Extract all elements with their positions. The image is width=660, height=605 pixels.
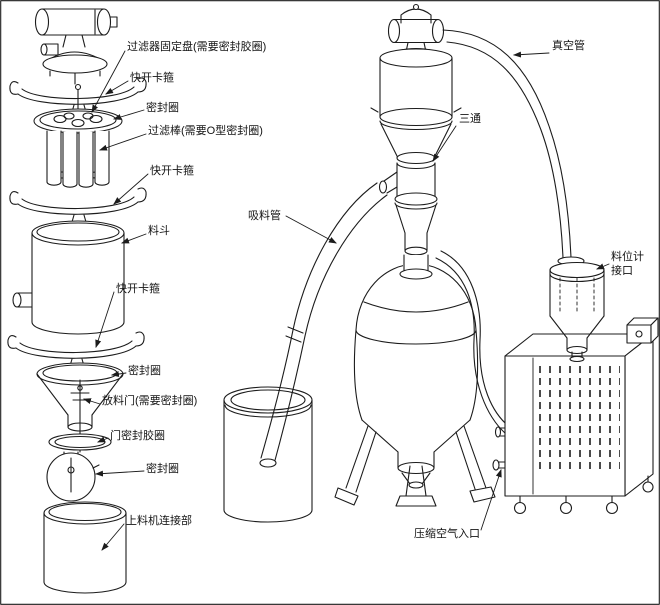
label-level-gauge-port: 料位计 接口 bbox=[596, 249, 644, 277]
door-seal-ring-label: 门密封胶圈 bbox=[110, 428, 165, 442]
label-tee-joint: 三通 bbox=[432, 112, 481, 162]
storage-tank bbox=[334, 254, 496, 507]
label-seal-ring-2: 密封圈 bbox=[111, 363, 161, 377]
label-seal-ring-1: 密封圈 bbox=[113, 100, 179, 120]
filter-plate-and-rods bbox=[33, 83, 123, 188]
feeder-connection-label: 上料机连接部 bbox=[126, 513, 192, 527]
quick-clamp-ring-3 bbox=[7, 331, 145, 367]
quick-clamp-2-label: 快开卡箍 bbox=[150, 163, 194, 177]
label-quick-clamp-2: 快开卡箍 bbox=[113, 163, 194, 205]
quick-clamp-3-label: 快开卡箍 bbox=[116, 281, 160, 295]
label-quick-clamp-1: 快开卡箍 bbox=[105, 70, 174, 95]
label-filter-rods: 过滤棒(需要O型密封圈) bbox=[99, 123, 263, 151]
labels: 过滤器固定盘(需要密封胶圈) 快开卡箍 密封圈 过滤棒(需要O型密封圈) 快开卡… bbox=[83, 38, 644, 551]
label-vacuum-pipe: 真空管 bbox=[513, 38, 585, 58]
hopper-body bbox=[12, 220, 125, 335]
compressed-air-hose bbox=[435, 250, 512, 435]
label-compressed-air-inlet: 压缩空气入口 bbox=[414, 469, 502, 540]
door-seal-disc bbox=[48, 433, 112, 451]
hopper-label: 料斗 bbox=[148, 223, 170, 237]
vacuum-pipe bbox=[442, 29, 572, 259]
seal-ring-3-label: 密封圈 bbox=[146, 461, 179, 475]
level-gauge-hopper bbox=[549, 256, 605, 363]
control-cabinet bbox=[492, 317, 659, 515]
discharge-door-label: 放料门(需要密封圈) bbox=[102, 393, 197, 407]
level-gauge-port-label-line1: 料位计 bbox=[611, 249, 644, 263]
tee-joint-label: 三通 bbox=[459, 112, 481, 125]
assembled-view bbox=[223, 3, 659, 523]
vacuum-motor-unit bbox=[34, 8, 118, 85]
feeder-connection-cylinder bbox=[43, 501, 127, 594]
door-flap-ball bbox=[46, 451, 100, 502]
seal-ring-2-label: 密封圈 bbox=[128, 363, 161, 377]
seal-ring-1-label: 密封圈 bbox=[146, 100, 179, 114]
caster-wheels bbox=[513, 475, 654, 515]
label-quick-clamp-3: 快开卡箍 bbox=[95, 281, 160, 348]
label-door-seal-ring: 门密封胶圈 bbox=[97, 428, 165, 443]
label-filter-fixing-plate: 过滤器固定盘(需要密封胶圈) bbox=[91, 39, 266, 113]
suction-pipe bbox=[259, 182, 388, 468]
compressed-air-inlet-label: 压缩空气入口 bbox=[414, 526, 480, 540]
quick-clamp-1-label: 快开卡箍 bbox=[130, 70, 174, 84]
label-discharge-door: 放料门(需要密封圈) bbox=[83, 393, 197, 407]
assembled-feeder bbox=[370, 3, 462, 256]
exploded-view bbox=[7, 8, 147, 594]
material-bucket bbox=[223, 386, 313, 523]
funnel-with-discharge-door bbox=[36, 362, 124, 453]
filter-rods-label: 过滤棒(需要O型密封圈) bbox=[148, 123, 263, 137]
label-seal-ring-3: 密封圈 bbox=[95, 461, 179, 477]
vacuum-pipe-label: 真空管 bbox=[552, 38, 585, 52]
label-suction-pipe: 吸料管 bbox=[248, 208, 337, 244]
filter-fixing-plate-label: 过滤器固定盘(需要密封胶圈) bbox=[127, 39, 266, 53]
label-feeder-connection: 上料机连接部 bbox=[101, 513, 192, 551]
level-gauge-port-label-line2: 接口 bbox=[611, 264, 633, 277]
quick-clamp-ring-2 bbox=[9, 187, 147, 223]
label-hopper: 料斗 bbox=[121, 223, 170, 244]
suction-pipe-label: 吸料管 bbox=[248, 208, 281, 222]
